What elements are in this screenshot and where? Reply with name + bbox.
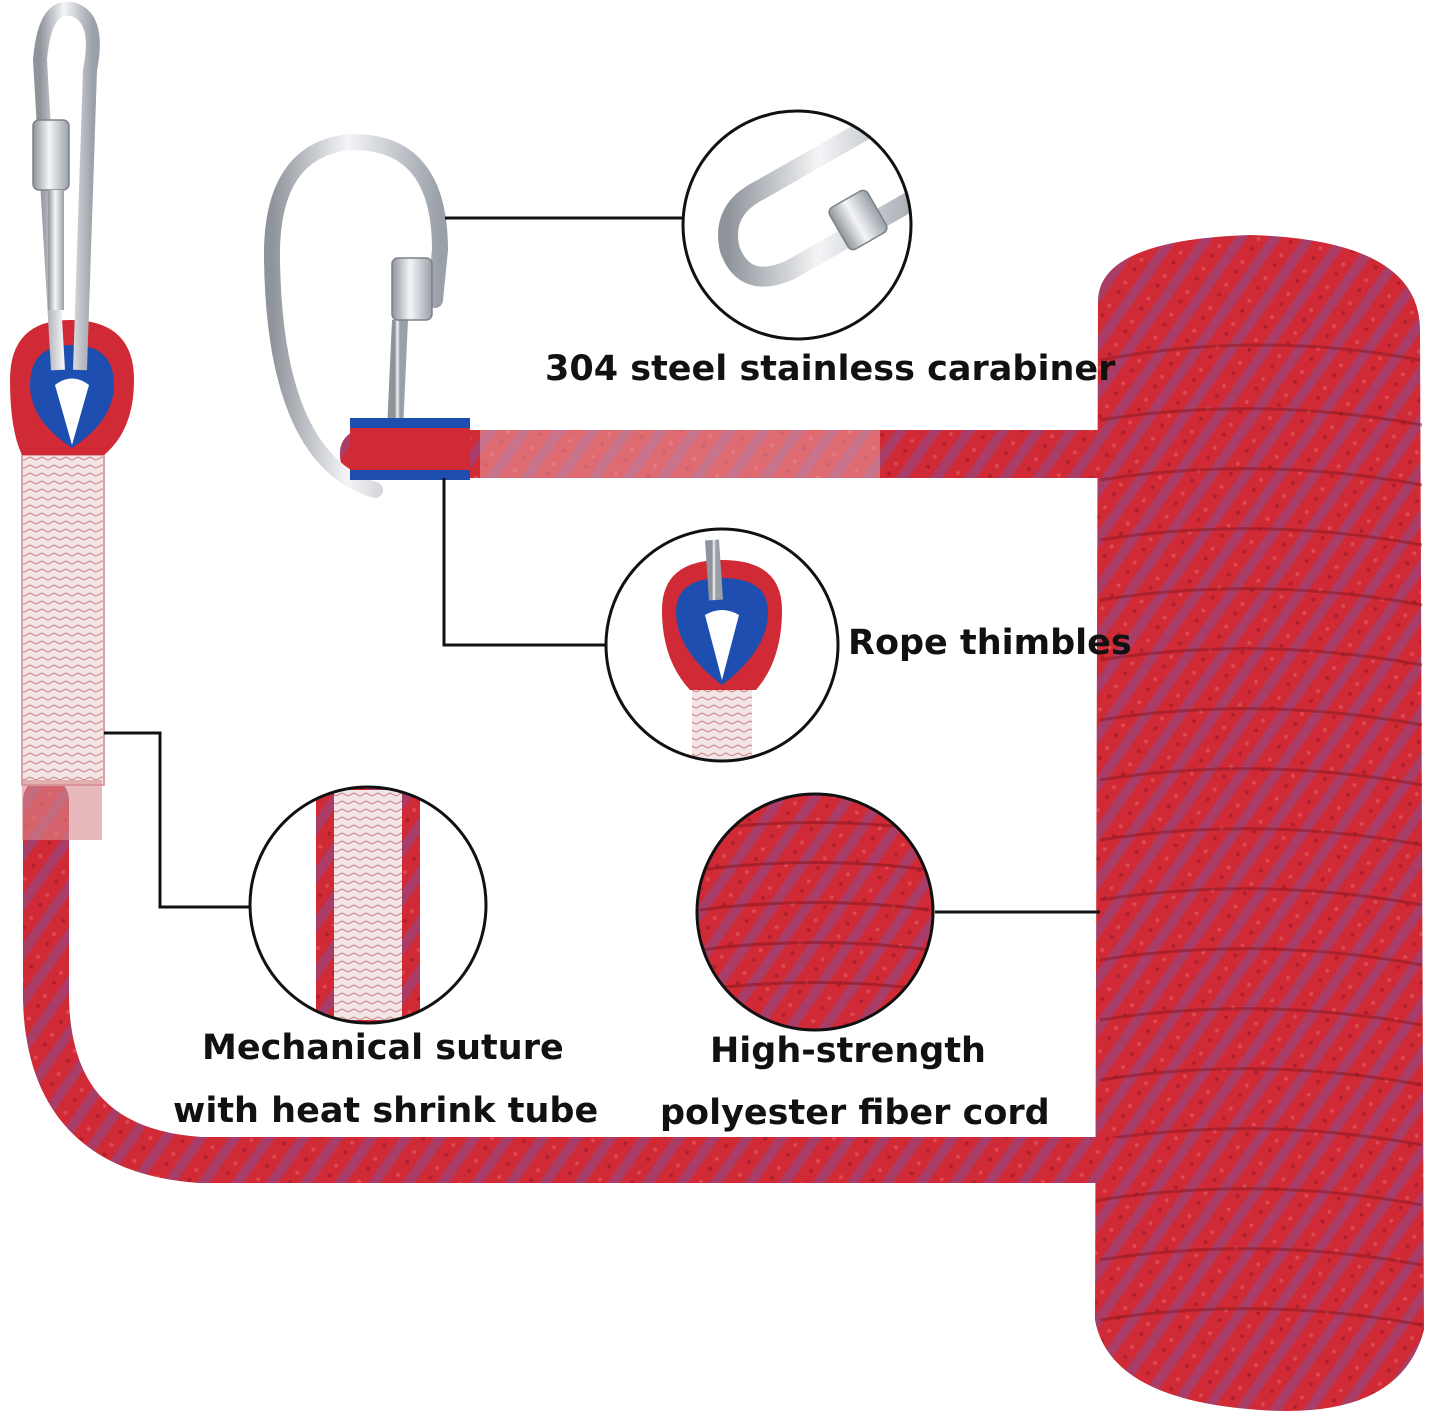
inset-cord (695, 792, 935, 1032)
left-thimble (10, 320, 134, 455)
callout-lines (104, 216, 1100, 914)
rope-left-run (21, 454, 1133, 1183)
thimbles-label: Rope thimbles (848, 623, 1132, 663)
top-carabiner (263, 133, 470, 498)
carabiner-label: 304 steel stainless carabiner (545, 349, 1116, 389)
inset-suture (248, 785, 488, 1025)
rope-coil (1095, 235, 1424, 1411)
suture-label-line2: with heat shrink tube (173, 1091, 599, 1131)
rope-top-run (340, 430, 1120, 478)
suture-label-line1: Mechanical suture (202, 1028, 564, 1068)
inset-thimble (604, 527, 840, 763)
cord-label-line1: High-strength (710, 1031, 986, 1071)
left-carabiner (32, 1, 100, 371)
inset-carabiner (681, 109, 913, 341)
cord-label-line2: polyester fiber cord (660, 1093, 1050, 1133)
